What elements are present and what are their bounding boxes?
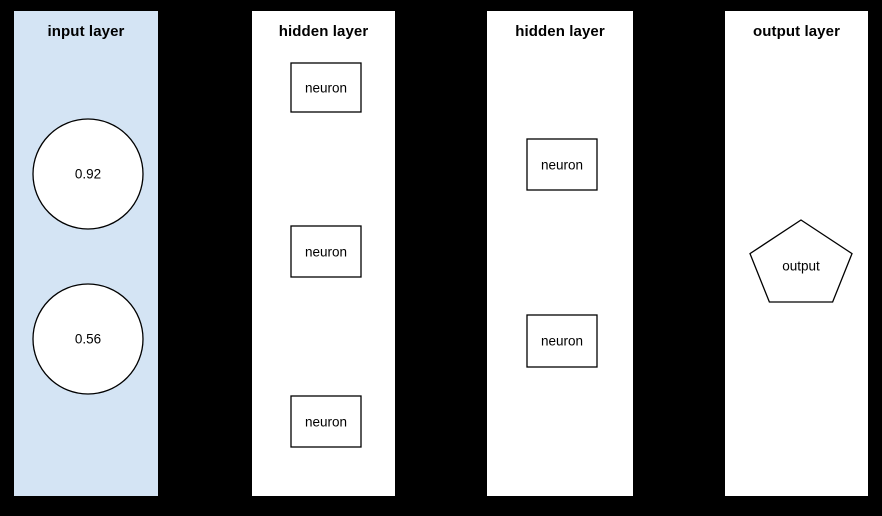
hidden1-neuron-3-label: neuron [304, 414, 348, 429]
layer-panel-hidden1[interactable]: hidden layer neuron neuron neuron [252, 11, 395, 496]
nodes-hidden2 [526, 138, 598, 368]
layer-panel-hidden2[interactable]: hidden layer neuron neuron [487, 11, 633, 496]
layer-title-hidden2: hidden layer [515, 23, 605, 40]
hidden2-neuron-1-label: neuron [540, 157, 584, 172]
hidden1-neuron-1-label: neuron [304, 80, 348, 95]
output-node[interactable] [749, 219, 853, 303]
hidden2-neuron-1[interactable] [526, 138, 598, 191]
layer-panel-output[interactable]: output layer output [725, 11, 868, 496]
input-node-1-label: 0.92 [74, 166, 102, 182]
layer-title-output: output layer [752, 23, 841, 40]
hidden1-neuron-2-label: neuron [304, 244, 348, 259]
input-node-1[interactable] [32, 118, 144, 230]
layer-title-input: input layer [47, 23, 125, 40]
input-node-2-label: 0.56 [74, 331, 102, 347]
hidden1-neuron-1[interactable] [290, 62, 362, 113]
layer-title-hidden1: hidden layer [278, 23, 369, 40]
hidden2-neuron-2-label: neuron [540, 333, 584, 349]
hidden2-neuron-2[interactable] [526, 314, 598, 368]
nodes-input [32, 118, 144, 395]
nodes-output [749, 219, 853, 303]
hidden1-neuron-2[interactable] [290, 225, 362, 278]
input-node-2[interactable] [32, 283, 144, 395]
layer-panel-input[interactable]: input layer 0.92 0.56 [14, 11, 158, 496]
output-node-label: output [782, 258, 820, 274]
nodes-hidden1 [290, 62, 362, 448]
hidden1-neuron-3[interactable] [290, 395, 362, 448]
